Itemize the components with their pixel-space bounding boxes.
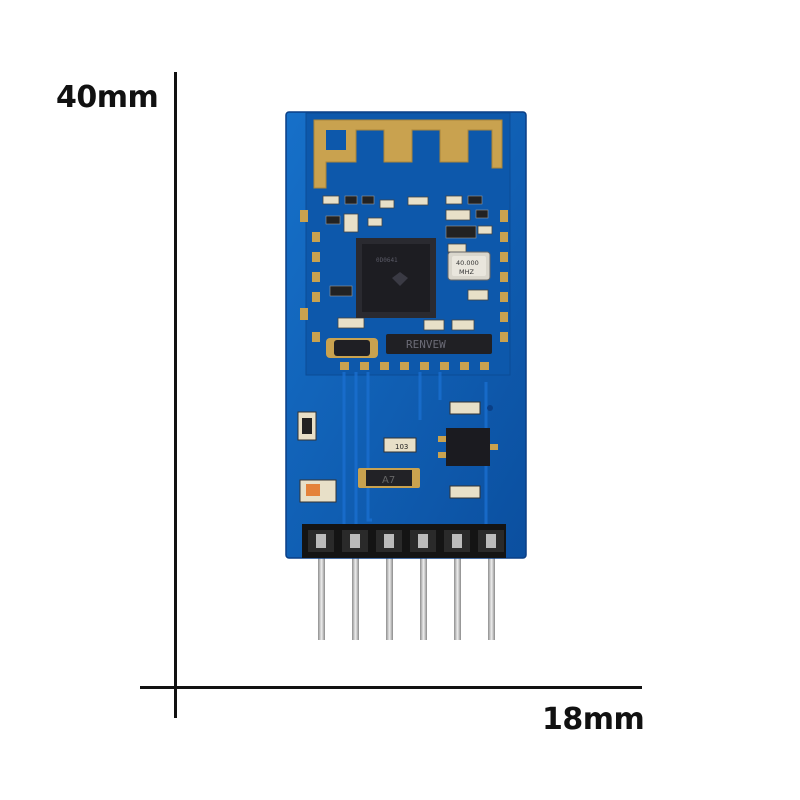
smd-components (322, 195, 493, 331)
crystal-oscillator: 40.000 MHZ (447, 251, 491, 281)
chip-marking-text: RENVEW (406, 338, 446, 351)
header-pins (318, 548, 495, 640)
main-chip: 0D0641 (356, 238, 436, 318)
edge-pads (300, 210, 508, 370)
width-dimension-label: 18mm (542, 702, 645, 737)
height-dimension-line (174, 72, 177, 718)
svg-text:0D0641: 0D0641 (376, 257, 398, 264)
diode-code-text: A7 (382, 475, 395, 486)
regulator-chip: RENVEW (326, 334, 492, 358)
pcb-antenna (313, 119, 503, 189)
height-dimension-label: 40mm (56, 80, 159, 115)
crystal-freq-text: 40.000 (456, 259, 479, 267)
carrier-components: 103 A7 (297, 401, 498, 503)
pin-header (302, 524, 506, 558)
crystal-unit-text: MHZ (459, 268, 474, 276)
width-dimension-line (140, 686, 642, 689)
resistor-code-text: 103 (395, 443, 408, 451)
